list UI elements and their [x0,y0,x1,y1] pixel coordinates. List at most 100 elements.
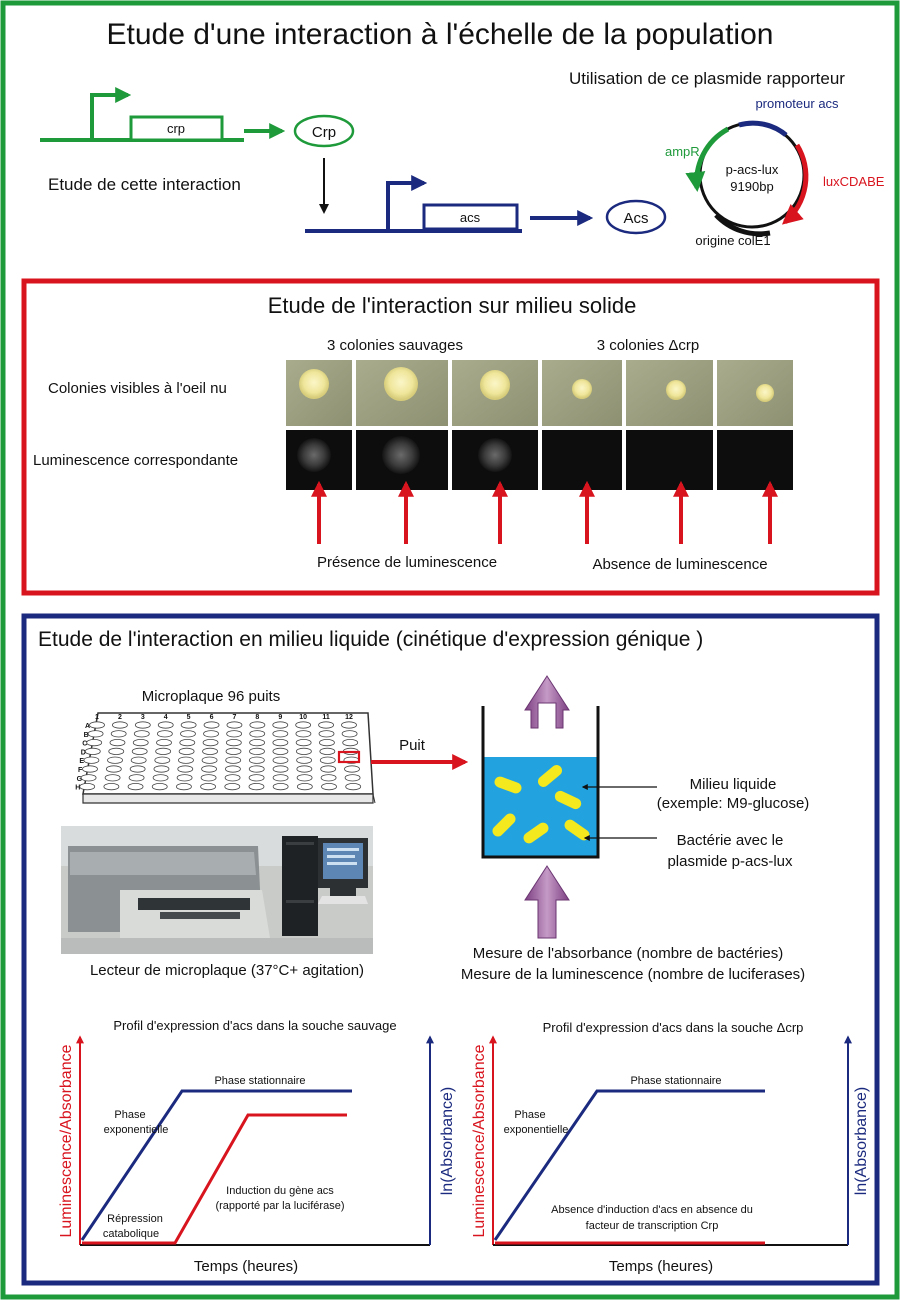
plate-well [202,738,219,747]
plate-well [321,782,337,791]
plate-well [110,730,127,738]
plate-row-label: B [84,732,89,739]
bacterium-3 [554,790,582,810]
plate-well [296,774,313,782]
liquid-section-frame [21,613,880,1286]
crp-protein-label: Crp [312,124,336,141]
wild-header: 3 colonies sauvages [327,337,463,354]
plate-well [296,765,313,773]
plate-row-label: G [77,776,83,783]
row-luminescence-label: Luminescence correspondante [33,452,238,469]
acs-gene-diagram: acs Acs [305,175,667,235]
plate-well [272,782,289,791]
plate-well [108,747,125,756]
plasmid-name: p-acs-lux [726,162,779,177]
plate-well [130,756,147,764]
plate-well [295,747,312,756]
mutant-header: 3 colonies Δcrp [597,337,700,354]
bacterium-4 [492,813,516,837]
plate-well [152,774,169,782]
plate-well [272,730,289,738]
plate-well [225,765,241,773]
interaction-label: Etude de cette interaction [48,175,241,194]
plate-label: Microplaque 96 puits [142,688,280,705]
measure-absorbance: Mesure de l'absorbance (nombre de bactér… [473,945,784,962]
plate-col-label: 5 [187,714,191,721]
plate-well [104,774,121,782]
measure-arrow [524,865,570,939]
medium-label-line2: (exemple: M9-glucose) [657,795,810,812]
plate-well [320,765,337,773]
reader-label: Lecteur de microplaque (37°C+ agitation) [90,962,364,979]
luminescence-spot-3 [478,438,512,472]
plate-row-label: H [75,785,80,792]
plate-well [296,782,313,791]
plate-col-label: 4 [164,714,168,721]
origin-label: origine colE1 [695,233,770,248]
acs-protein-label: Acs [623,210,648,227]
plate-well [203,721,220,729]
plate-well [345,782,362,791]
promoter-segment [738,120,788,137]
graph-mutant-ylabel-right: ln(Absorbance) [853,1087,870,1196]
plate-row-label: E [79,758,84,765]
graph-wild-ylabel-left: Luminescence/Absorbance [58,1044,75,1237]
plate-well [224,782,241,791]
microplate-reader-photo [61,826,373,954]
graph-wild: Profil d'expression d'acs dans la souche… [58,1018,456,1275]
colony-photo-6 [717,360,793,426]
colony-2 [384,367,418,401]
graph-wild-phase-exp-line2: exponentielle [104,1124,169,1136]
plate-well [248,782,265,791]
plate-well [201,765,217,773]
plate-well [105,765,122,773]
graph-mutant-absence-line2: facteur de transcription Crp [586,1220,719,1232]
origin-segment [714,213,771,237]
bacteria-label-line2: plasmide p-acs-lux [667,853,793,870]
plate-well [89,721,105,729]
lux-label: luxCDABE [823,174,885,189]
plate-well [176,782,192,791]
promoter-label: promoteur acs [755,96,839,111]
plate-well [319,756,336,764]
bacterium-2 [537,765,563,787]
plate-well [272,756,289,764]
plate-well [318,730,335,738]
plate-col-label: 6 [210,714,214,721]
liquid-tube [481,706,600,859]
ampR-segment [685,126,730,192]
plate-well [342,738,359,747]
plate-well [248,765,265,773]
plate-well [318,721,334,729]
colony-1 [299,369,329,399]
luminescence-spot-1 [297,438,331,472]
solid-title: Etude de l'interaction sur milieu solide [268,293,637,318]
plate-well [272,765,289,773]
graph-wild-absorbance-curve [80,1089,352,1241]
plasmid-map: p-acs-lux 9190bp promoteur acs ampR luxC… [665,96,885,248]
plate-well [249,721,266,729]
acs-gene-label: acs [460,210,481,225]
plate-well [80,774,97,782]
graph-wild-induction-line2: (rapporté par la luciférase) [215,1200,344,1212]
plate-well [202,747,218,756]
plate-well [249,730,266,738]
plate-well [155,747,172,756]
absence-label: Absence de luminescence [592,556,767,573]
selected-well-marker [337,750,361,764]
plate-well [226,721,243,729]
plate-well [103,782,120,791]
bacterium-1 [494,776,522,794]
plate-col-label: 1 [95,714,99,721]
plate-well [180,730,196,738]
bacterium-6 [564,819,590,841]
medium-label-line1: Milieu liquide [690,776,777,793]
plate-well [86,738,103,747]
colony-4 [572,379,592,399]
plate-well [226,730,243,738]
plate-well [132,738,149,747]
graph-wild-repression-line2: catabolique [103,1228,159,1240]
colony-3 [480,370,510,400]
graph-mutant-ylabel-left: Luminescence/Absorbance [471,1044,488,1237]
plate-row-label: C [82,741,87,748]
